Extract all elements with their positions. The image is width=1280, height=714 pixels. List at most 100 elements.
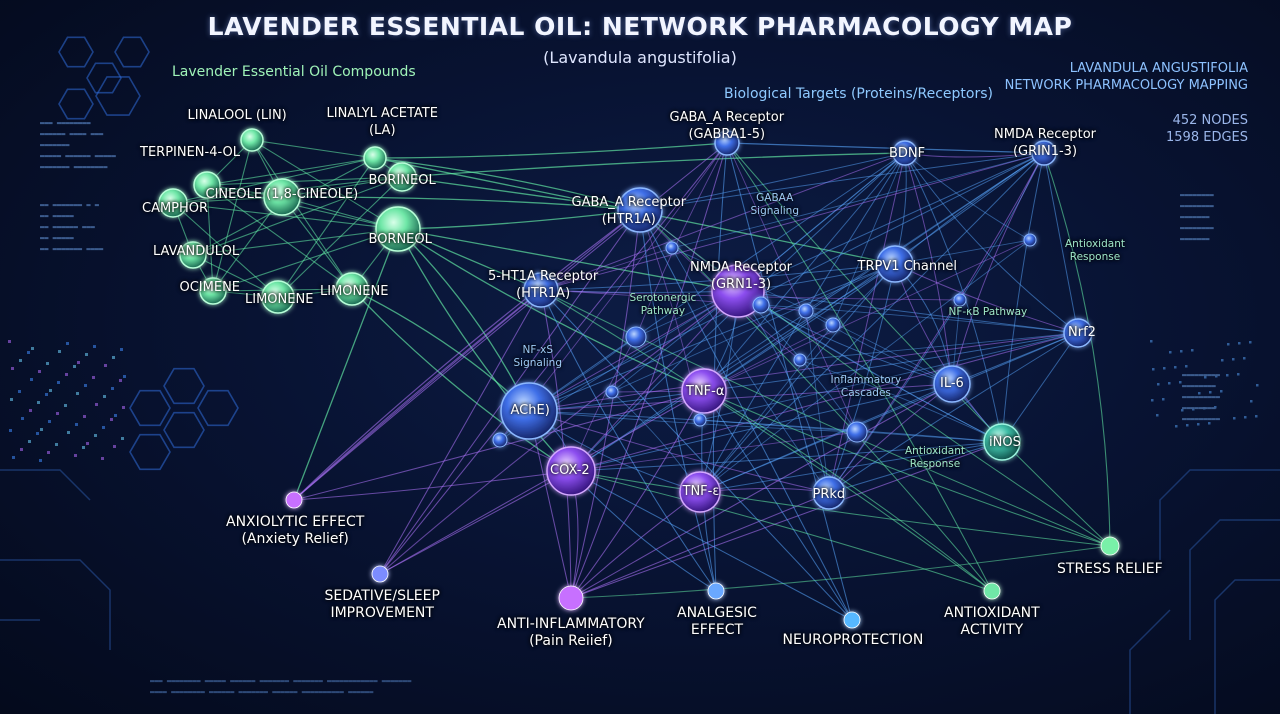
- network-edge: [540, 263, 896, 291]
- hub-node[interactable]: [793, 353, 807, 367]
- target-node-cox2[interactable]: [546, 446, 596, 496]
- network-edge: [528, 263, 896, 412]
- hub-node[interactable]: [492, 432, 508, 448]
- outcome-node-stress[interactable]: [1100, 536, 1120, 556]
- pathway-label-sero: Serotonergic Pathway: [629, 292, 697, 317]
- target-node-tnf1[interactable]: [681, 368, 727, 414]
- circuit-trace-decor: [0, 469, 91, 501]
- pixel-decor: [36, 432, 39, 435]
- target-label-nmda2: NMDA Receptor (GRN1-3): [690, 260, 792, 292]
- outcome-node-antiox[interactable]: [983, 582, 1001, 600]
- hub-node[interactable]: [798, 303, 814, 319]
- target-node-bdnf[interactable]: [892, 140, 918, 166]
- compound-node-lin[interactable]: [240, 128, 264, 152]
- pixel-decor: [56, 412, 59, 415]
- hexagon-decor: [197, 389, 239, 427]
- compound-node-cam[interactable]: [158, 188, 188, 218]
- pathway-label-antiox_resp1: Antioxidant Response: [1065, 238, 1125, 263]
- network-edge: [379, 142, 728, 575]
- network-edge: [828, 152, 1045, 494]
- outcome-node-sed[interactable]: [371, 565, 389, 583]
- target-label-tnf1: TNF-α: [686, 383, 725, 399]
- hub-node[interactable]: [693, 413, 707, 427]
- pixel-decor: [84, 384, 87, 387]
- circuit-trace-decor: [0, 559, 111, 650]
- target-node-tnf2[interactable]: [679, 471, 721, 513]
- hub-node[interactable]: [825, 317, 841, 333]
- pixel-decor: [77, 361, 80, 364]
- network-edge: [703, 263, 896, 392]
- target-node-gaba5[interactable]: [714, 130, 740, 156]
- pixel-decor: [1214, 406, 1217, 409]
- outcome-node-analg[interactable]: [707, 582, 725, 600]
- page-subtitle: (Lavandula angustifolia): [543, 48, 737, 67]
- compound-node-terp[interactable]: [193, 171, 221, 199]
- network-edge: [281, 196, 641, 211]
- deco-text-block-3: ▬▬▬▬▬▬▬▬ ▬▬▬▬▬▬▬▬ ▬▬▬▬▬▬▬ ▬▬▬▬▬▬▬▬ ▬▬▬▬▬…: [1180, 191, 1214, 243]
- network-edge: [951, 152, 1045, 385]
- pixel-decor: [104, 364, 107, 367]
- compound-node-lim2[interactable]: [335, 272, 369, 306]
- outcome-node-antiinf[interactable]: [558, 585, 584, 611]
- outcome-node-anx[interactable]: [285, 491, 303, 509]
- hub-node[interactable]: [665, 241, 679, 255]
- pixel-decor: [110, 418, 113, 421]
- network-edge: [379, 289, 542, 575]
- pixel-decor: [93, 345, 96, 348]
- network-edge: [570, 263, 896, 472]
- compound-node-cin[interactable]: [263, 178, 301, 216]
- hub-node[interactable]: [846, 421, 868, 443]
- target-node-trpv1[interactable]: [876, 245, 914, 283]
- network-edge: [639, 152, 906, 211]
- network-edge: [671, 247, 830, 494]
- hexagon-decor: [95, 76, 141, 116]
- pixel-decor: [1169, 351, 1172, 354]
- pixel-decor: [1226, 374, 1229, 377]
- pixel-decor: [46, 362, 49, 365]
- hub-node[interactable]: [625, 326, 647, 348]
- network-edge: [528, 383, 953, 412]
- target-node-il6[interactable]: [933, 365, 971, 403]
- network-edge: [528, 410, 858, 433]
- network-edge: [212, 228, 399, 292]
- compound-node-la[interactable]: [363, 146, 387, 170]
- hub-node[interactable]: [1023, 233, 1037, 247]
- pixel-decor: [1192, 408, 1195, 411]
- network-edge: [528, 152, 1045, 412]
- network-edge: [703, 390, 853, 621]
- target-node-inos[interactable]: [983, 423, 1021, 461]
- target-node-ache[interactable]: [500, 382, 558, 440]
- pixel-decor: [1185, 365, 1188, 368]
- pixel-decor: [1191, 349, 1194, 352]
- target-node-ht1a[interactable]: [523, 272, 559, 308]
- compound-node-lav[interactable]: [179, 241, 207, 269]
- network-edge: [959, 152, 1045, 301]
- pixel-decor: [27, 351, 30, 354]
- compound-node-lim1[interactable]: [261, 280, 295, 314]
- network-edge: [570, 545, 1111, 599]
- pixel-decor: [73, 365, 76, 368]
- network-edge: [737, 290, 830, 494]
- hub-node[interactable]: [752, 296, 770, 314]
- compound-node-bor1[interactable]: [387, 162, 417, 192]
- target-node-nmda2[interactable]: [711, 264, 765, 318]
- network-edge: [293, 209, 641, 501]
- pixel-decor: [31, 347, 34, 350]
- target-node-nmda1[interactable]: [1031, 140, 1057, 166]
- hexagon-decor: [58, 36, 94, 68]
- network-edge: [528, 332, 1079, 412]
- target-node-prkd[interactable]: [812, 476, 846, 510]
- target-label-gabaht: GABA_A Receptor (HTR1A): [571, 195, 687, 227]
- compound-node-oci[interactable]: [199, 277, 227, 305]
- pixel-decor: [1227, 343, 1230, 346]
- outcome-node-neuro[interactable]: [843, 611, 861, 629]
- hexagon-decor: [129, 389, 171, 427]
- network-edge: [1043, 152, 1111, 547]
- hexagon-decor: [129, 433, 171, 471]
- hub-node[interactable]: [953, 293, 967, 307]
- page-title: LAVENDER ESSENTIAL OIL: NETWORK PHARMACO…: [207, 12, 1073, 41]
- target-node-gabaht[interactable]: [617, 187, 663, 233]
- target-node-nrf2[interactable]: [1063, 318, 1093, 348]
- hub-node[interactable]: [605, 385, 619, 399]
- compound-node-bor2[interactable]: [375, 206, 421, 252]
